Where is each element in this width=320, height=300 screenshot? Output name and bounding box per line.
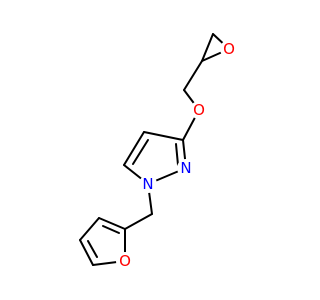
bond-furan-c4-c3 (79, 217, 100, 241)
pyrazole-n1-label: N (142, 175, 153, 193)
bond-furan-c5-c4 (79, 239, 94, 266)
bond-furan-c5-c4-inner (87, 240, 98, 258)
bond-ch2-furan (124, 213, 153, 230)
atom-pyrazole-n2: N (177, 159, 195, 177)
bond-c3-c4 (143, 131, 184, 141)
molecule-structure: O O N N O (79, 33, 238, 270)
bond-c4-c5-inner (132, 139, 149, 165)
bond-n2-c3-inner (175, 143, 179, 166)
furan-oxygen-label: O (119, 252, 131, 270)
atom-pyrazole-n1: N (139, 175, 157, 193)
atom-furan-oxygen: O (116, 252, 134, 270)
atom-epoxide-oxygen: O (220, 40, 238, 58)
atom-ether-oxygen: O (190, 101, 208, 119)
bond-epoxide-ch2 (183, 60, 203, 91)
epoxide-oxygen-label: O (223, 40, 235, 58)
pyrazole-n2-label: N (180, 159, 191, 177)
bond-epoxide-c-c (201, 33, 214, 62)
bond-c4-c5 (123, 131, 145, 166)
bond-furan-c3-c2 (98, 217, 126, 230)
pyrazole-ring (123, 131, 187, 185)
ether-oxygen-label: O (193, 101, 205, 119)
bond-furan-c3-c2-inner (102, 225, 120, 234)
